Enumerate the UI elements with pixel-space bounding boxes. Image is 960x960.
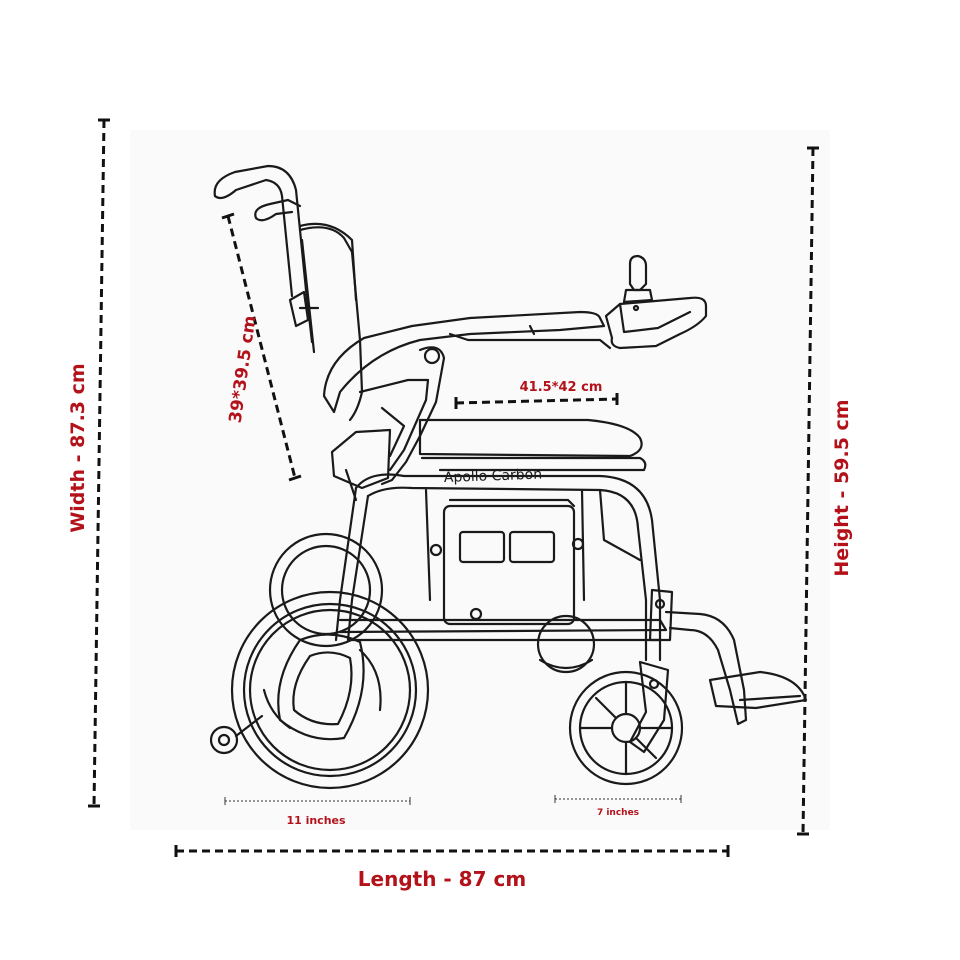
front-caster: [568, 670, 684, 786]
height-label: Height - 59.5 cm: [831, 399, 853, 576]
backrest-latch: [288, 290, 310, 328]
wheel-size-lines: [225, 798, 681, 802]
armrest: [322, 310, 606, 414]
width-label: Width - 87.3 cm: [67, 363, 89, 532]
rear-wheel-size-label: 11 inches: [286, 814, 346, 827]
backrest-dimension-line: [226, 215, 297, 479]
front-wheel-size-label: 7 inches: [597, 808, 639, 818]
dimension-end-caps: [88, 118, 819, 857]
seat-dimension-line: [455, 397, 618, 405]
length-label: Length - 87 cm: [358, 867, 526, 891]
joystick-stick: [628, 254, 648, 292]
far-rear-wheel: [268, 532, 384, 648]
far-front-caster: [536, 614, 596, 674]
seat-size-label: 41.5*42 cm: [520, 380, 603, 395]
push-handle-front: [254, 198, 302, 220]
height-dimension-line: [801, 147, 815, 835]
side-frame: [380, 346, 446, 486]
rear-drive-wheel: [230, 590, 430, 790]
caster-fork: [628, 660, 670, 754]
battery-pack: [442, 504, 576, 626]
footrest: [664, 610, 748, 726]
joystick-controller: [604, 296, 708, 350]
dimension-lines: [92, 119, 815, 853]
main-frame: [354, 473, 662, 662]
wheelchair-illustration: [209, 164, 808, 790]
brand-label: Apollo Carbon: [444, 467, 543, 486]
width-dimension-line: [92, 119, 106, 807]
seat-cushion: [418, 418, 643, 458]
anti-tip-wheel: [209, 725, 239, 755]
push-handle-rear: [213, 164, 314, 344]
